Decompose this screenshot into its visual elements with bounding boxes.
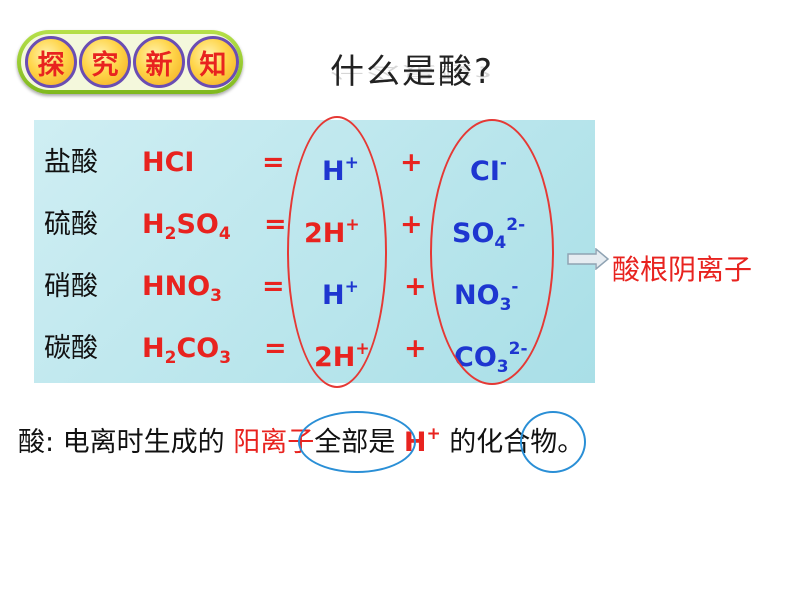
acid-formula: H2SO4 [142,209,231,244]
plus-sign: + [404,271,427,302]
section-badge: 探 究 新 知 [17,30,243,94]
highlight-circle [298,411,416,473]
plus-sign: + [400,147,423,178]
page-title-reflection: 什么是酸? [330,62,495,81]
acid-formula: H2CO3 [142,333,232,368]
acid-radical-anion-label: 酸根阴离子 [612,253,753,286]
acid-name: 硫酸 [44,209,98,240]
page-title: 什么是酸? [330,52,495,92]
equals-sign: = [264,333,287,364]
cation-ellipse [287,116,387,388]
badge-char-3: 新 [133,36,185,88]
anion-ellipse [430,119,554,385]
acid-name: 盐酸 [44,147,98,178]
badge-char-4: 知 [187,36,239,88]
acid-formula: HNO3 [142,271,222,306]
badge-char-2: 究 [79,36,131,88]
equals-sign: = [264,209,287,240]
acid-formula: HCI [142,147,195,178]
plus-sign: + [404,333,427,364]
plus-sign: + [400,209,423,240]
ion-circle [520,411,586,473]
acid-name: 碳酸 [44,333,98,364]
equals-sign: = [262,271,285,302]
equals-sign: = [262,147,285,178]
acid-name: 硝酸 [44,271,98,302]
right-arrow-icon [567,248,610,270]
badge-char-1: 探 [25,36,77,88]
